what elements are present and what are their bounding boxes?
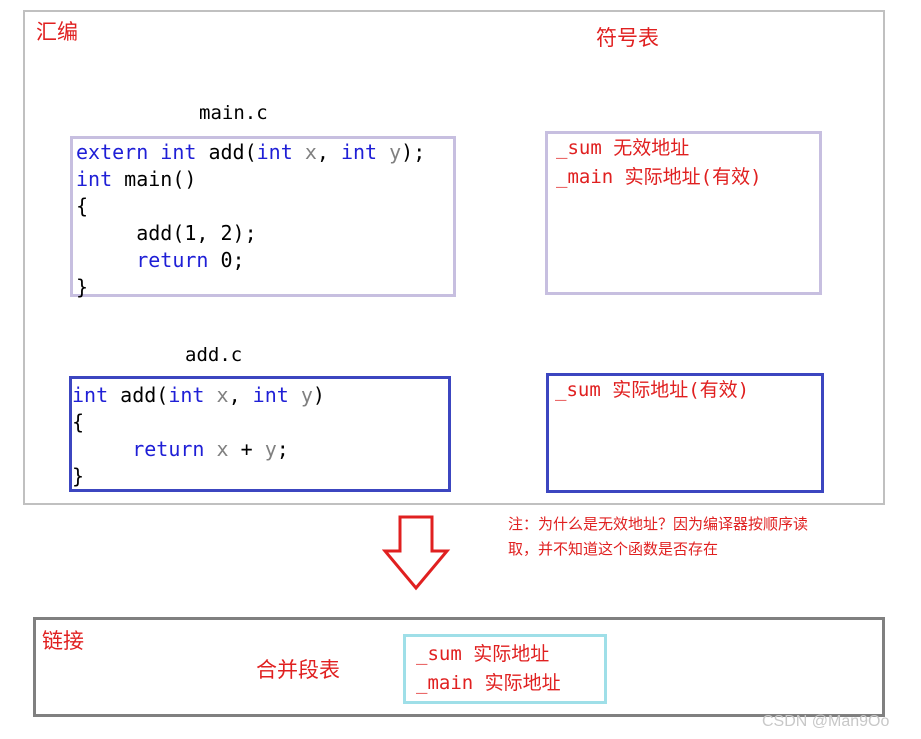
code-line: return 0; — [76, 247, 453, 274]
code-text: , — [228, 383, 253, 407]
code-keyword: return — [136, 248, 209, 272]
symbol-table-add-c: _sum 实际地址(有效) — [546, 373, 824, 493]
code-line: int add(int x, int y) — [72, 382, 448, 409]
code-keyword: return — [132, 437, 205, 461]
code-keyword: int — [256, 140, 293, 164]
code-parameter: x — [216, 383, 229, 407]
code-text: ; — [276, 437, 289, 461]
code-text: add(1, 2); — [76, 221, 257, 245]
watermark: CSDN @Man9Oo — [762, 713, 890, 730]
note-line-1: 注：为什么是无效地址？因为编译器按顺序读 — [508, 515, 809, 533]
symbol-entry: _sum 实际地址(有效) — [555, 379, 750, 401]
file-name-main-c: main.c — [199, 102, 268, 124]
code-keyword: extern — [76, 140, 149, 164]
symbol-table-main-c: _sum 无效地址 _main 实际地址(有效) — [545, 131, 822, 295]
symbol-entry: _main 实际地址(有效) — [556, 166, 762, 188]
code-line: add(1, 2); — [76, 220, 453, 247]
code-text — [148, 140, 160, 164]
code-text: add( — [196, 140, 257, 164]
code-text: { — [76, 194, 89, 218]
code-text: + — [228, 437, 265, 461]
code-text: main() — [112, 167, 197, 191]
code-text — [377, 140, 389, 164]
linked-symbol-table: _sum 实际地址 _main 实际地址 — [403, 634, 607, 704]
note-line-2: 取，并不知道这个函数是否存在 — [508, 540, 719, 558]
code-parameter: y — [389, 140, 402, 164]
code-keyword: int — [252, 383, 289, 407]
code-box-add-c: int add(int x, int y){ return x + y;} — [69, 376, 451, 492]
code-text — [293, 140, 305, 164]
assembly-label: 汇编 — [36, 20, 78, 44]
symbol-table-header: 符号表 — [596, 26, 659, 50]
code-text: ); — [401, 140, 426, 164]
code-block-main-c: extern int add(int x, int y);int main(){… — [76, 139, 453, 301]
merge-table-label: 合并段表 — [256, 658, 340, 682]
code-text — [204, 437, 216, 461]
code-text — [72, 437, 132, 461]
code-text: } — [76, 275, 89, 299]
code-line: int main() — [76, 166, 453, 193]
linking-label: 链接 — [42, 629, 84, 653]
code-text: , — [316, 140, 341, 164]
file-name-add-c: add.c — [185, 344, 243, 366]
code-parameter: x — [304, 140, 317, 164]
code-text: } — [72, 464, 85, 488]
code-line: } — [76, 274, 453, 301]
code-text — [289, 383, 301, 407]
code-line: { — [72, 409, 448, 436]
code-box-main-c: extern int add(int x, int y);int main(){… — [70, 136, 456, 299]
code-parameter: x — [216, 437, 229, 461]
symbol-entry: _main 实际地址 — [416, 672, 561, 694]
code-text — [204, 383, 216, 407]
code-parameter: y — [300, 383, 313, 407]
code-keyword: int — [168, 383, 205, 407]
code-text: ) — [312, 383, 325, 407]
code-text: 0; — [208, 248, 245, 272]
code-block-add-c: int add(int x, int y){ return x + y;} — [72, 382, 448, 490]
code-keyword: int — [72, 383, 109, 407]
linking-panel — [33, 617, 885, 717]
code-keyword: int — [340, 140, 378, 164]
code-keyword: int — [160, 140, 197, 164]
code-parameter: y — [264, 437, 277, 461]
symbol-entry: _sum 实际地址 — [416, 643, 550, 665]
assembly-panel — [23, 10, 885, 505]
code-keyword: int — [76, 167, 113, 191]
code-line: } — [72, 463, 448, 490]
code-text: add( — [108, 383, 169, 407]
down-arrow-icon — [382, 515, 451, 591]
code-line: return x + y; — [72, 436, 448, 463]
code-line: extern int add(int x, int y); — [76, 139, 453, 166]
code-text — [76, 248, 136, 272]
symbol-entry: _sum 无效地址 — [556, 137, 690, 159]
note-text: 注：为什么是无效地址？因为编译器按顺序读 取，并不知道这个函数是否存在 — [508, 512, 808, 562]
code-text: { — [72, 410, 85, 434]
code-line: { — [76, 193, 453, 220]
